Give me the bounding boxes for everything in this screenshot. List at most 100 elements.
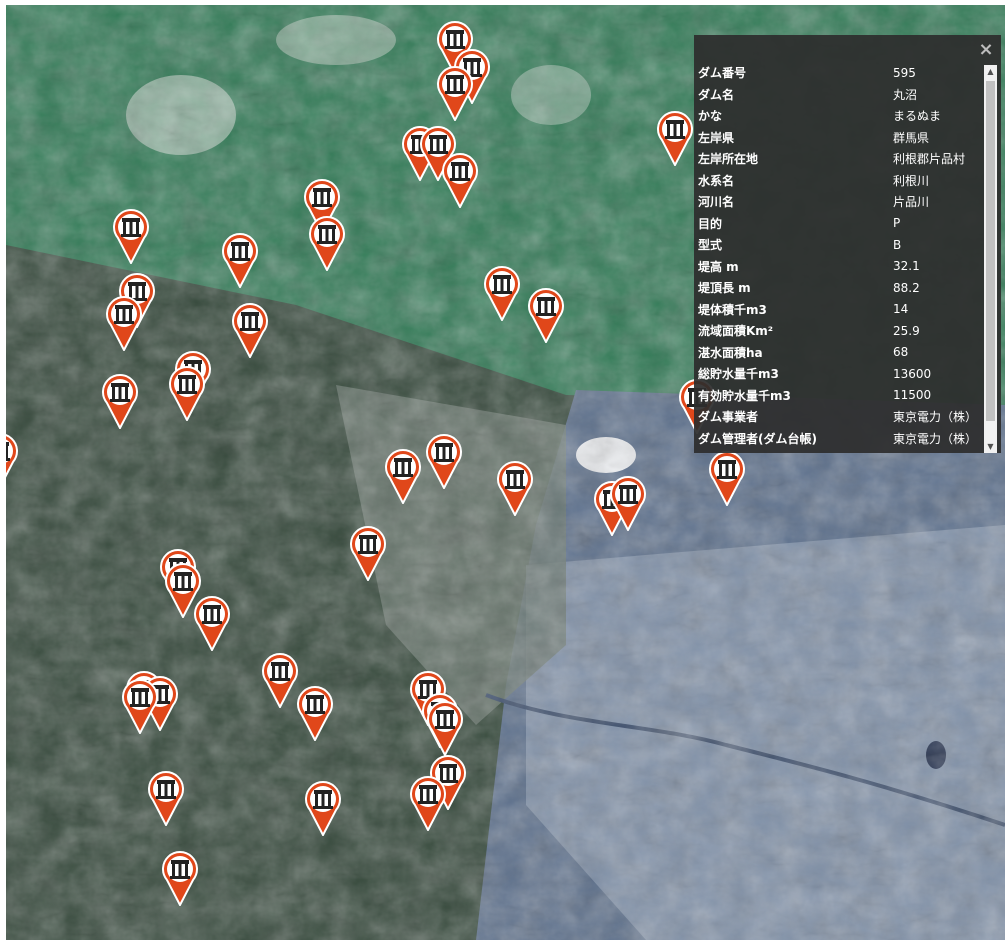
dam-marker[interactable]	[656, 110, 694, 166]
scroll-thumb[interactable]	[986, 81, 995, 421]
attribute-value: 11500	[893, 388, 932, 403]
dam-icon	[437, 21, 473, 76]
dam-marker[interactable]	[527, 287, 565, 343]
attribute-value: まるぬま	[893, 109, 942, 124]
dam-marker[interactable]	[296, 685, 334, 741]
attribute-key: 湛水面積ha	[698, 345, 763, 360]
dam-marker[interactable]	[436, 20, 474, 76]
dam-icon	[122, 679, 158, 734]
attribute-value: 東京電力（株）	[893, 431, 978, 446]
dam-marker[interactable]	[384, 448, 422, 504]
attribute-key: ダム名	[698, 87, 735, 102]
attribute-value: 東京電力（株）	[893, 410, 978, 425]
dam-marker[interactable]	[101, 373, 139, 429]
dam-icon	[106, 296, 142, 351]
attribute-value: 88.2	[893, 280, 920, 295]
attribute-value: 丸沼	[893, 87, 918, 102]
dam-marker[interactable]	[425, 433, 463, 489]
attribute-key: ダム番号	[698, 66, 747, 81]
attribute-row: 目的 P	[698, 213, 983, 235]
dam-icon	[262, 653, 298, 708]
dam-marker[interactable]	[308, 215, 346, 271]
dam-marker[interactable]	[429, 754, 467, 810]
attribute-value: 利根郡片品村	[893, 152, 966, 167]
dam-marker[interactable]	[6, 432, 19, 488]
attribute-row: 湛水面積ha 68	[698, 342, 983, 364]
dam-marker[interactable]	[168, 365, 206, 421]
dam-icon	[385, 449, 421, 504]
dam-icon	[657, 111, 693, 166]
attribute-value: B	[893, 237, 902, 252]
dam-marker[interactable]	[441, 152, 479, 208]
scroll-down-icon[interactable]: ▼	[987, 442, 994, 451]
scroll-up-icon[interactable]: ▲	[987, 67, 994, 76]
dam-marker[interactable]	[261, 652, 299, 708]
dam-icon	[420, 126, 456, 181]
dam-marker[interactable]	[496, 460, 534, 516]
dam-marker[interactable]	[426, 700, 464, 756]
dam-icon	[304, 179, 340, 234]
attribute-value: 片品川	[893, 195, 930, 210]
attribute-row: 堤頂長 m 88.2	[698, 277, 983, 299]
dam-icon	[497, 461, 533, 516]
dam-icon	[410, 776, 446, 831]
attribute-value: 13600	[893, 366, 932, 381]
attribute-key: 堤体積千m3	[698, 302, 767, 317]
dam-marker[interactable]	[436, 65, 474, 121]
attribute-value: 32.1	[893, 259, 920, 274]
dam-icon	[148, 771, 184, 826]
attribute-value: 68	[893, 345, 909, 360]
dam-marker[interactable]	[303, 178, 341, 234]
dam-icon	[102, 374, 138, 429]
dam-icon	[430, 755, 466, 810]
dam-marker[interactable]	[105, 295, 143, 351]
dam-marker[interactable]	[112, 208, 150, 264]
dam-marker[interactable]	[231, 302, 269, 358]
attribute-row: ダム名 丸沼	[698, 84, 983, 106]
attribute-row: 河川名 片品川	[698, 191, 983, 213]
attribute-key: 堤頂長 m	[698, 281, 751, 296]
dam-marker[interactable]	[193, 595, 231, 651]
attribute-key: ダム管理者(ダム台帳)	[698, 431, 817, 446]
attribute-row: ダム管理者(ダム台帳) 東京電力（株）	[698, 428, 983, 450]
dam-icon	[6, 434, 18, 478]
dam-marker[interactable]	[419, 125, 457, 181]
dam-icon	[297, 686, 333, 741]
dam-icon	[305, 781, 341, 836]
dam-icon	[426, 434, 462, 489]
dam-marker[interactable]	[121, 678, 159, 734]
dam-marker[interactable]	[349, 525, 387, 581]
dam-icon	[309, 216, 345, 271]
attribute-key: 河川名	[698, 195, 735, 210]
attribute-key: 流域面積Km²	[698, 324, 774, 339]
dam-marker[interactable]	[609, 475, 647, 531]
attribute-row: ダム事業者東京電力（株）	[698, 406, 983, 428]
dam-marker[interactable]	[147, 770, 185, 826]
attribute-key: かな	[698, 109, 723, 124]
dam-icon	[437, 66, 473, 121]
dam-icon	[165, 563, 201, 618]
attribute-value: P	[893, 216, 901, 231]
dam-icon	[427, 701, 463, 756]
dam-marker[interactable]	[708, 450, 746, 506]
dam-marker[interactable]	[409, 775, 447, 831]
dam-marker[interactable]	[164, 562, 202, 618]
attribute-value: 595	[893, 65, 916, 80]
dam-marker[interactable]	[304, 780, 342, 836]
dam-marker[interactable]	[221, 232, 259, 288]
dam-icon	[442, 153, 478, 208]
dam-marker[interactable]	[161, 850, 199, 906]
attribute-value: 25.9	[893, 323, 920, 338]
close-icon[interactable]: ×	[978, 39, 994, 60]
attribute-key: 目的	[698, 216, 723, 231]
attribute-key: 左岸所在地	[698, 152, 759, 167]
dam-icon	[162, 851, 198, 906]
dam-marker[interactable]	[483, 265, 521, 321]
popup-scrollbar[interactable]: ▲ ▼	[984, 65, 997, 453]
